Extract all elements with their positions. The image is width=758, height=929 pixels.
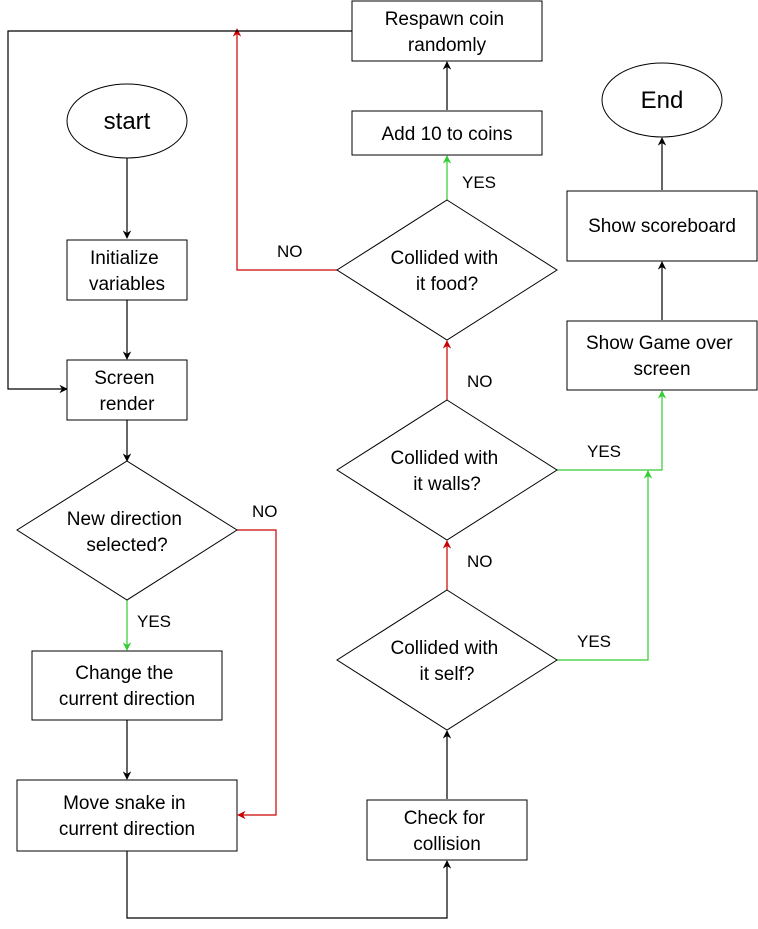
initialize-variables-label: Initialize variables [89, 248, 165, 295]
collided-walls-label: Collided with it walls? [390, 448, 503, 495]
game-over-label: Show Game over screen [586, 333, 738, 380]
start-node [66, 83, 188, 159]
add-coins-node [351, 110, 543, 156]
start-node-label: start [104, 108, 151, 135]
edge-self-yes-gameover [557, 470, 653, 661]
change-direction-label: Change the current direction [59, 663, 195, 710]
respawn-coin-node [351, 0, 543, 62]
move-snake-label: Move snake in current direction [59, 793, 195, 840]
edge-newdir-no-move [237, 529, 277, 820]
collided-food-label: Collided with it food? [390, 248, 503, 295]
food-yes-label: YES [462, 173, 496, 192]
new-direction-decision [16, 460, 238, 601]
self-yes-label: YES [577, 632, 611, 651]
check-collision-label: Check for collision [404, 808, 491, 855]
newdir-no-label: NO [252, 502, 278, 521]
scoreboard-label: Show scoreboard [588, 216, 736, 237]
new-direction-label: New direction selected? [67, 509, 187, 556]
add-coins-label: Add 10 to coins [382, 124, 513, 145]
edge-food-no-loop [232, 28, 337, 271]
game-over-node [566, 320, 758, 391]
end-node [601, 62, 723, 138]
collided-walls-decision [336, 399, 558, 541]
initialize-variables-node [66, 239, 188, 301]
food-no-label: NO [277, 242, 303, 261]
edge-labels: NO YES YES NO NO YES NO YES [137, 173, 621, 651]
walls-yes-label: YES [587, 442, 621, 461]
collided-food-decision [336, 199, 558, 341]
edge-walls-yes-gameover [557, 390, 667, 471]
change-direction-node [31, 650, 223, 721]
edges [7, 28, 667, 919]
self-no-label: NO [467, 552, 493, 571]
newdir-yes-label: YES [137, 612, 171, 631]
collided-self-label: Collided with it self? [390, 638, 503, 685]
respawn-coin-label: Respawn coin randomly [385, 9, 510, 56]
collided-self-decision [336, 589, 558, 731]
screen-render-label: Screen render [94, 368, 159, 415]
end-node-label: End [641, 87, 684, 114]
edge-respawn-render [7, 30, 352, 394]
edge-move-check [126, 851, 452, 919]
scoreboard-node [566, 190, 758, 262]
walls-no-label: NO [467, 372, 493, 391]
check-collision-node [366, 799, 528, 861]
nodes: start Initialize variables Screen render… [16, 0, 758, 861]
move-snake-node [16, 779, 238, 852]
screen-render-node [66, 359, 188, 421]
